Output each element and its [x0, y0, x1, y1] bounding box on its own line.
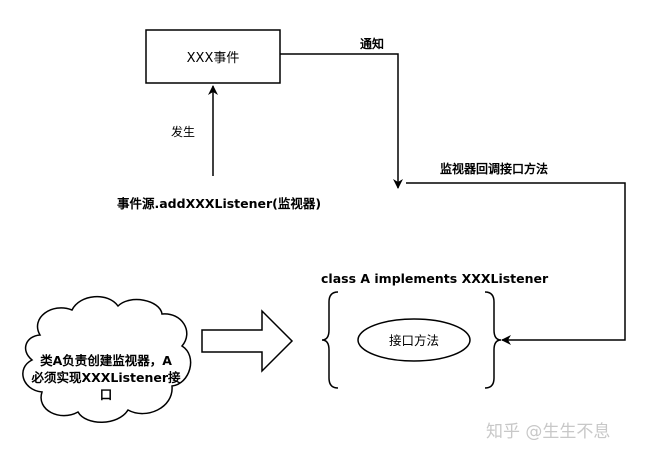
class-declaration: class A implements XXXListener — [321, 271, 549, 286]
event-box — [145, 29, 281, 84]
callback-label: 监视器回调接口方法 — [440, 161, 548, 176]
block-arrow — [201, 309, 294, 373]
watermark: 知乎 @生生不息 — [486, 422, 610, 442]
interface-method-ellipse — [357, 318, 471, 362]
event-box-label: XXX事件 — [187, 51, 240, 66]
left-brace — [321, 291, 339, 389]
cloud-shape — [22, 296, 192, 423]
right-brace — [484, 291, 502, 389]
notify-label: 通知 — [360, 36, 384, 51]
interface-method-label: 接口方法 — [389, 333, 439, 348]
cloud-line-1: 类A负责创建监视器，A — [40, 353, 172, 368]
cloud-line-3: 口 — [100, 387, 113, 402]
notify-arrow — [280, 53, 403, 189]
callback-arrow — [406, 182, 626, 345]
occur-label: 发生 — [171, 124, 195, 139]
event-source-label: 事件源.addXXXListener(监视器) — [117, 196, 321, 211]
cloud-line-2: 必须实现XXXListener接 — [30, 370, 181, 385]
